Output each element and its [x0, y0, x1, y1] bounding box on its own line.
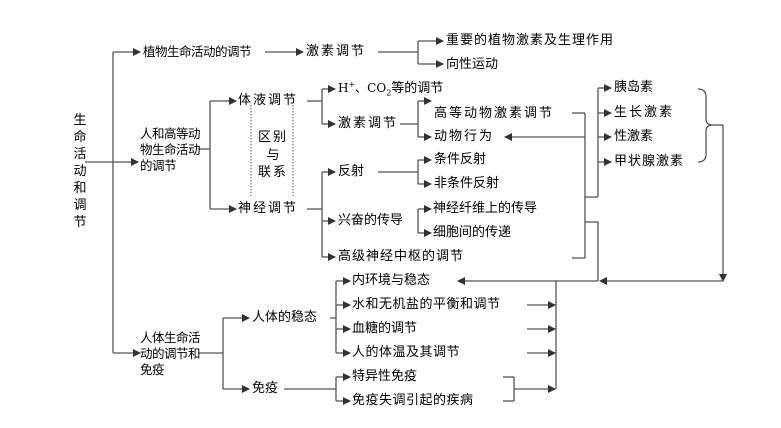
h-co2-regulation: H+、CO2等的调节	[338, 80, 444, 98]
intercellular-transmission-item: 细胞间的传递	[433, 225, 512, 240]
human-regulation-label: 人体生命活动的调节和免疫	[140, 330, 201, 377]
difference-label: 区别	[257, 130, 288, 145]
plant-hormone-regulation: 激素调节	[306, 44, 367, 59]
humoral-regulation-label: 体液调节	[238, 93, 299, 108]
animal-behavior-item: 动物行为	[434, 129, 495, 144]
hormone-item: 甲状腺激素	[614, 154, 685, 169]
hormone-item: 胰岛素	[614, 80, 654, 95]
conditioned-reflex-item: 条件反射	[434, 152, 487, 167]
hormone-item: 性激素	[614, 129, 654, 144]
immunity-item: 特异性免疫	[352, 369, 418, 384]
higher-center-regulation-item: 高级神经中枢的调节	[338, 249, 465, 264]
plant-regulation-label: 植物生命活动的调节	[143, 44, 252, 59]
curly-brace	[697, 88, 714, 163]
homeostasis-item: 人的体温及其调节	[352, 345, 461, 360]
immunity-label: 免疫	[252, 381, 279, 396]
and-label: 与	[266, 148, 280, 163]
homeostasis-item: 内环境与稳态	[352, 273, 431, 288]
hormone-item: 生长激素	[614, 105, 675, 120]
animal-hormone-regulation: 激素调节	[338, 116, 399, 131]
tropism-item: 向性运动	[446, 57, 499, 72]
root-label: 生命活动和调节	[73, 113, 87, 230]
immunity-item: 免疫失调引起的疾病	[352, 393, 474, 408]
relation-label: 联系	[257, 165, 288, 180]
plant-hormones-item: 重要的植物激素及生理作用	[446, 33, 615, 48]
homeostasis-item: 水和无机盐的平衡和调节	[352, 297, 501, 312]
homeostasis-item: 血糖的调节	[352, 321, 418, 336]
excitation-conduction-label: 兴奋的传导	[338, 213, 404, 228]
homeostasis-label: 人体的稳态	[252, 310, 318, 325]
higher-animal-hormone-item: 高等动物激素调节	[434, 106, 555, 121]
neural-regulation-label: 神经调节	[238, 201, 299, 216]
reflex-label: 反射	[338, 164, 365, 179]
animal-regulation-label: 人和高等动物生命活动的调节	[140, 126, 201, 173]
unconditioned-reflex-item: 非条件反射	[434, 176, 500, 191]
nerve-fiber-conduction-item: 神经纤维上的传导	[433, 201, 538, 216]
